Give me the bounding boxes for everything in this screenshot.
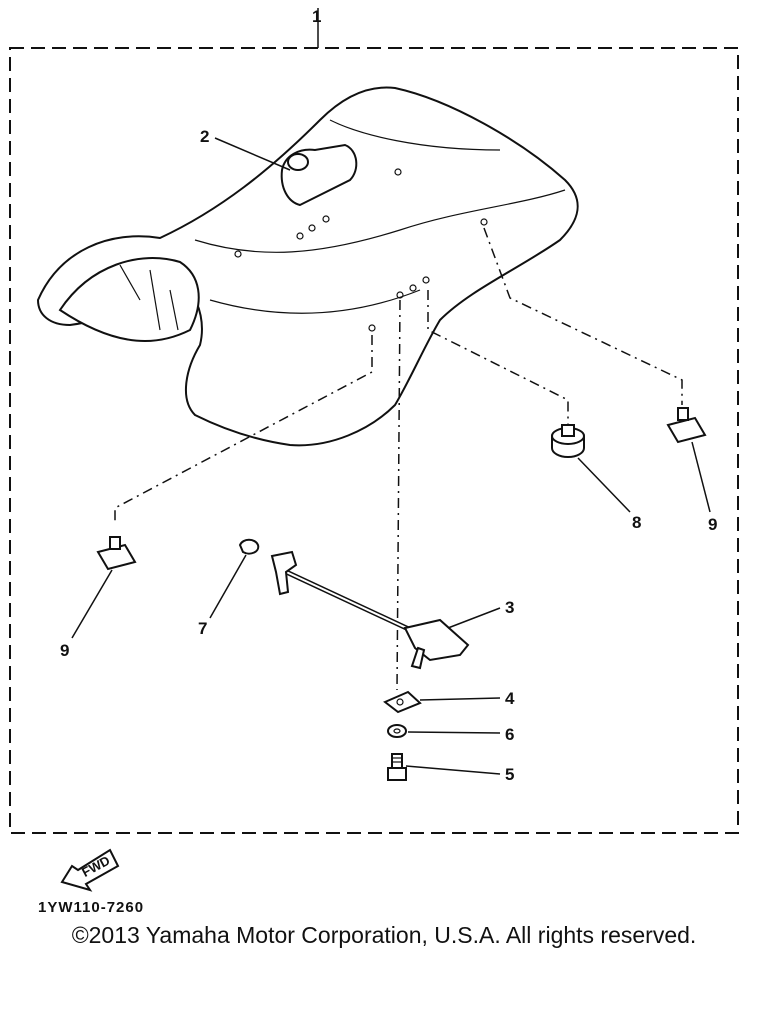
callout-5: 5 xyxy=(505,765,514,784)
callout-4: 4 xyxy=(505,689,515,708)
washer-6 xyxy=(387,724,407,738)
callout-9-left-leader xyxy=(71,569,113,639)
callout-2: 2 xyxy=(200,127,209,146)
callout-9-right-leader xyxy=(691,441,711,513)
callout-6-leader xyxy=(407,731,501,734)
seat xyxy=(36,86,579,447)
callout-9-left: 9 xyxy=(60,641,69,660)
callout-7: 7 xyxy=(198,619,207,638)
callout-8-leader xyxy=(577,457,631,513)
callout-8: 8 xyxy=(632,513,641,532)
callout-3: 3 xyxy=(505,598,514,617)
copyright-notice: ©2013 Yamaha Motor Corporation, U.S.A. A… xyxy=(71,922,697,948)
assembly-line-9-left xyxy=(114,335,373,525)
assembly-line-8 xyxy=(427,290,569,425)
callout-4-leader xyxy=(419,697,501,701)
seat-lock-3 xyxy=(270,550,470,670)
clip-nut-9-left xyxy=(96,536,137,571)
clip-nut-9-right xyxy=(666,407,707,444)
clip-7 xyxy=(238,538,260,555)
callout-6: 6 xyxy=(505,725,514,744)
fwd-arrow-icon: FWD xyxy=(60,848,120,892)
assembly-line-9-right xyxy=(483,227,683,405)
assembly-frame xyxy=(9,47,739,834)
callout-7-leader xyxy=(209,554,247,619)
callout-5-leader xyxy=(405,765,501,775)
callout-3-leader xyxy=(447,607,501,629)
bolt-5 xyxy=(387,753,407,781)
callout-1: 1 xyxy=(312,7,321,26)
callout-9-right: 9 xyxy=(708,515,717,534)
bracket-4 xyxy=(383,690,422,714)
damper-8 xyxy=(551,424,585,458)
drawing-code: 1YW110-7260 xyxy=(38,899,144,916)
callout-2-leader xyxy=(214,137,291,171)
